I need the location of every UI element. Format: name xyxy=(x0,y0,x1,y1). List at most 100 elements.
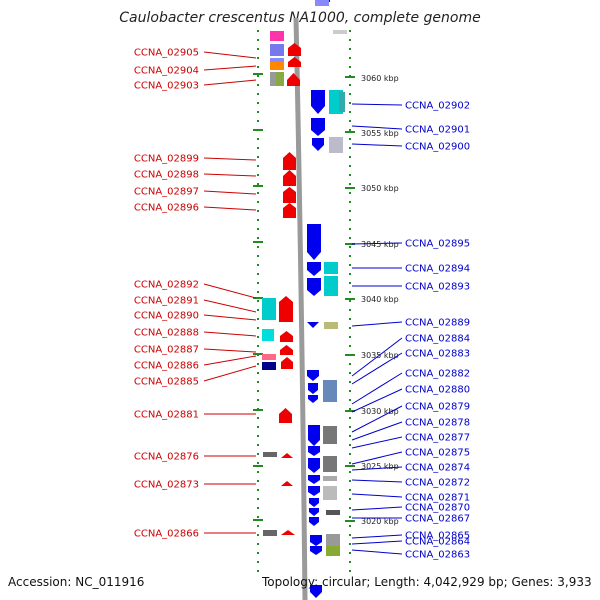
svg-text:CCNA_02877: CCNA_02877 xyxy=(405,433,470,444)
gene-label-ccna_02873[interactable]: CCNA_02873 xyxy=(134,480,256,491)
gene-label-ccna_02875[interactable]: CCNA_02875 xyxy=(351,448,470,465)
accession-text: Accession: NC_011916 xyxy=(8,575,145,589)
gene-label-ccna_02866[interactable]: CCNA_02866 xyxy=(134,529,256,540)
svg-text:CCNA_02893: CCNA_02893 xyxy=(405,282,470,293)
gene-label-ccna_02880[interactable]: CCNA_02880 xyxy=(351,385,470,413)
gene-label-ccna_02893[interactable]: CCNA_02893 xyxy=(352,282,470,293)
gene-label-ccna_02890[interactable]: CCNA_02890 xyxy=(134,311,257,322)
gene-label-ccna_02897[interactable]: CCNA_02897 xyxy=(134,187,257,198)
gene-ccna-02889 xyxy=(307,322,319,328)
gene-label-ccna_02905[interactable]: CCNA_02905 xyxy=(134,48,257,59)
gene-label-ccna_02879[interactable]: CCNA_02879 xyxy=(351,402,470,433)
gene-label-ccna_02891[interactable]: CCNA_02891 xyxy=(134,296,257,313)
svg-text:CCNA_02874: CCNA_02874 xyxy=(405,463,470,474)
gene-ccna-02894 xyxy=(307,262,321,276)
scale-label: 3045 kbp xyxy=(361,240,399,249)
gene-ccna-02903 xyxy=(287,73,300,86)
svg-text:CCNA_02865: CCNA_02865 xyxy=(405,531,470,542)
gene-ccna-02880 xyxy=(308,425,320,446)
svg-text:CCNA_02904: CCNA_02904 xyxy=(134,66,199,77)
svg-text:CCNA_02885: CCNA_02885 xyxy=(134,377,199,388)
gene-label-ccna_02883[interactable]: CCNA_02883 xyxy=(351,349,470,385)
svg-text:CCNA_02875: CCNA_02875 xyxy=(405,448,470,459)
svg-text:CCNA_02899: CCNA_02899 xyxy=(134,154,199,165)
gene-label-ccna_02876[interactable]: CCNA_02876 xyxy=(134,452,256,463)
gene-label-ccna_02872[interactable]: CCNA_02872 xyxy=(351,478,470,489)
svg-text:CCNA_02894: CCNA_02894 xyxy=(405,264,470,275)
svg-text:CCNA_02902: CCNA_02902 xyxy=(405,101,470,112)
svg-text:CCNA_02863: CCNA_02863 xyxy=(405,550,470,561)
svg-text:CCNA_02876: CCNA_02876 xyxy=(134,452,199,463)
gene-label-ccna_02904[interactable]: CCNA_02904 xyxy=(134,66,257,77)
gene-label-ccna_02884[interactable]: CCNA_02884 xyxy=(351,334,470,377)
gene-ccna-02875 xyxy=(308,458,320,473)
gene-label-ccna_02894[interactable]: CCNA_02894 xyxy=(352,264,470,275)
svg-text:CCNA_02879: CCNA_02879 xyxy=(405,402,470,413)
svg-text:CCNA_02896: CCNA_02896 xyxy=(134,203,199,214)
gene-label-ccna_02901[interactable]: CCNA_02901 xyxy=(351,125,470,136)
svg-text:CCNA_02884: CCNA_02884 xyxy=(405,334,470,345)
scale-label: 3030 kbp xyxy=(361,407,399,416)
gene-ccna-02882 xyxy=(308,395,318,403)
gene-label-ccna_02888[interactable]: CCNA_02888 xyxy=(134,328,257,339)
gene-label-ccna_02892[interactable]: CCNA_02892 xyxy=(134,280,257,299)
gene-ccna-02876 xyxy=(281,453,293,458)
gene-label-ccna_02877[interactable]: CCNA_02877 xyxy=(351,433,470,449)
svg-text:CCNA_02900: CCNA_02900 xyxy=(405,142,470,153)
gene-ccna-02886 xyxy=(281,357,293,369)
gene-label-ccna_02864[interactable]: CCNA_02864 xyxy=(351,537,470,548)
gene-label-ccna_02874[interactable]: CCNA_02874 xyxy=(351,463,470,474)
gene-ccna-02901 xyxy=(311,118,325,136)
gene-label-ccna_02878[interactable]: CCNA_02878 xyxy=(351,418,470,441)
svg-text:CCNA_02895: CCNA_02895 xyxy=(405,239,470,250)
gene-label-ccna_02900[interactable]: CCNA_02900 xyxy=(351,142,470,153)
scale-label: 3060 kbp xyxy=(361,74,399,83)
svg-text:CCNA_02888: CCNA_02888 xyxy=(134,328,199,339)
gene-ccna-02895 xyxy=(307,224,321,260)
gene-label-ccna_02871[interactable]: CCNA_02871 xyxy=(351,493,470,504)
gene-label-ccna_02865[interactable]: CCNA_02865 xyxy=(351,531,470,542)
gene-label-ccna_02895[interactable]: CCNA_02895 xyxy=(351,239,470,250)
forward-strand-genes xyxy=(307,0,330,598)
gene-label-ccna_02863[interactable]: CCNA_02863 xyxy=(351,550,470,561)
svg-text:CCNA_02903: CCNA_02903 xyxy=(134,81,199,92)
svg-text:CCNA_02897: CCNA_02897 xyxy=(134,187,199,198)
gene-label-ccna_02889[interactable]: CCNA_02889 xyxy=(351,318,470,329)
scale-label: 3050 kbp xyxy=(361,184,399,193)
gene-label-ccna_02896[interactable]: CCNA_02896 xyxy=(134,203,257,214)
gene-label-ccna_02887[interactable]: CCNA_02887 xyxy=(134,345,257,356)
left-gene-labels: CCNA_02905CCNA_02904CCNA_02903CCNA_02899… xyxy=(134,48,257,540)
gene-label-ccna_02903[interactable]: CCNA_02903 xyxy=(134,79,257,92)
svg-text:CCNA_02905: CCNA_02905 xyxy=(134,48,199,59)
svg-text:CCNA_02871: CCNA_02871 xyxy=(405,493,470,504)
gene-ccna-02900 xyxy=(312,138,324,151)
scale-label: 3055 kbp xyxy=(361,129,399,138)
gene-label-ccna_02886[interactable]: CCNA_02886 xyxy=(134,355,257,372)
gene-ccna-02866 xyxy=(281,530,295,535)
gene-label-ccna_02870[interactable]: CCNA_02870 xyxy=(351,503,470,514)
gene-ccna-02865 xyxy=(310,535,322,546)
gene-ccna-02881 xyxy=(279,408,292,423)
gene-label-ccna_02898[interactable]: CCNA_02898 xyxy=(134,170,257,181)
gene-ccna-02883 xyxy=(308,383,318,394)
svg-text:CCNA_02892: CCNA_02892 xyxy=(134,280,199,291)
svg-text:CCNA_02889: CCNA_02889 xyxy=(405,318,470,329)
svg-text:CCNA_02898: CCNA_02898 xyxy=(134,170,199,181)
scale-label: 3020 kbp xyxy=(361,517,399,526)
svg-text:CCNA_02881: CCNA_02881 xyxy=(134,410,199,421)
gene-label-ccna_02902[interactable]: CCNA_02902 xyxy=(351,101,470,112)
gene-ccna-02872 xyxy=(308,486,320,496)
gene-label-ccna_02899[interactable]: CCNA_02899 xyxy=(134,154,257,165)
gene-label-ccna_02867[interactable]: CCNA_02867 xyxy=(352,514,470,525)
gene-ccna-02904 xyxy=(288,57,301,67)
scale-label: 3025 kbp xyxy=(361,462,399,471)
gene-label-ccna_02881[interactable]: CCNA_02881 xyxy=(134,410,256,421)
gene-label-ccna_02882[interactable]: CCNA_02882 xyxy=(351,369,470,405)
gene-ccna-02902 xyxy=(311,90,325,114)
track-guides xyxy=(257,30,351,572)
gene-label-ccna_02885[interactable]: CCNA_02885 xyxy=(134,365,257,388)
gene-ccna-02867 xyxy=(309,517,319,526)
gene-ccna-02896 xyxy=(283,203,296,218)
gene-ccna-02899 xyxy=(283,152,296,170)
